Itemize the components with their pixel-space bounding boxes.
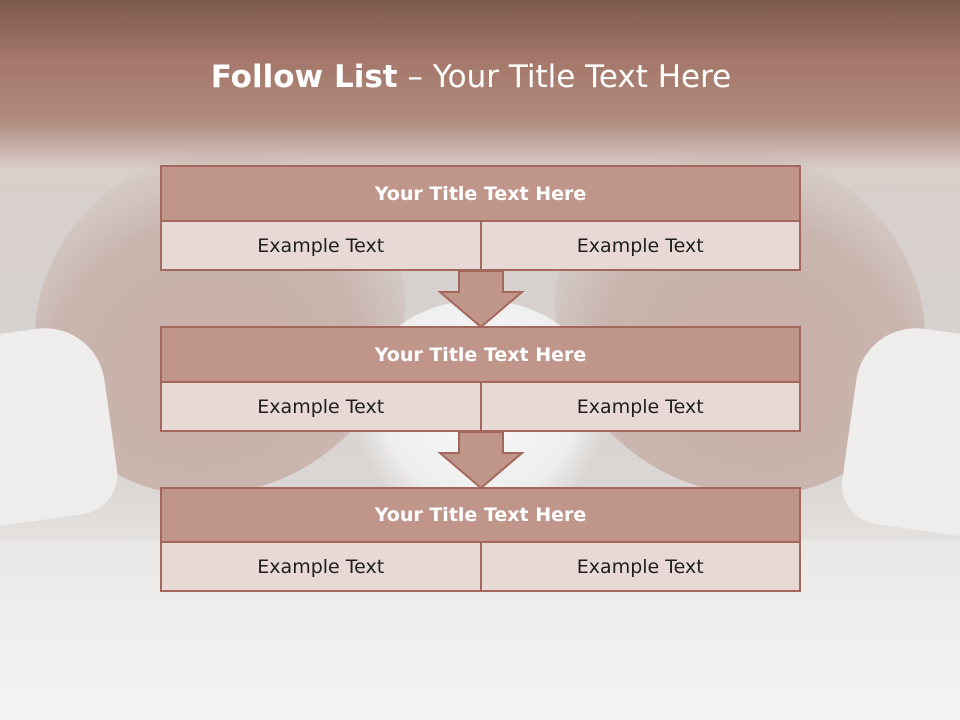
down-arrow-icon bbox=[437, 270, 525, 328]
step-block-2: Your Title Text Here Example Text Exampl… bbox=[160, 326, 801, 432]
step-title[interactable]: Your Title Text Here bbox=[160, 165, 801, 222]
step-cell-right[interactable]: Example Text bbox=[479, 543, 799, 590]
step-block-3: Your Title Text Here Example Text Exampl… bbox=[160, 487, 801, 592]
step-cell-right[interactable]: Example Text bbox=[479, 222, 799, 269]
step-cell-left[interactable]: Example Text bbox=[162, 222, 480, 269]
down-arrow-icon bbox=[437, 431, 525, 489]
step-title[interactable]: Your Title Text Here bbox=[160, 487, 801, 543]
step-title[interactable]: Your Title Text Here bbox=[160, 326, 801, 383]
slide-title: Follow List – Your Title Text Here bbox=[0, 52, 942, 102]
step-cell-right[interactable]: Example Text bbox=[479, 383, 799, 430]
slide-title-bold: Follow List bbox=[210, 59, 398, 95]
step-cell-left[interactable]: Example Text bbox=[162, 543, 480, 590]
step-row: Example Text Example Text bbox=[160, 383, 801, 432]
step-block-1: Your Title Text Here Example Text Exampl… bbox=[160, 165, 801, 271]
step-cell-left[interactable]: Example Text bbox=[162, 383, 480, 430]
step-row: Example Text Example Text bbox=[160, 543, 801, 592]
slide-title-rest: – Your Title Text Here bbox=[397, 59, 732, 95]
step-row: Example Text Example Text bbox=[160, 222, 801, 271]
